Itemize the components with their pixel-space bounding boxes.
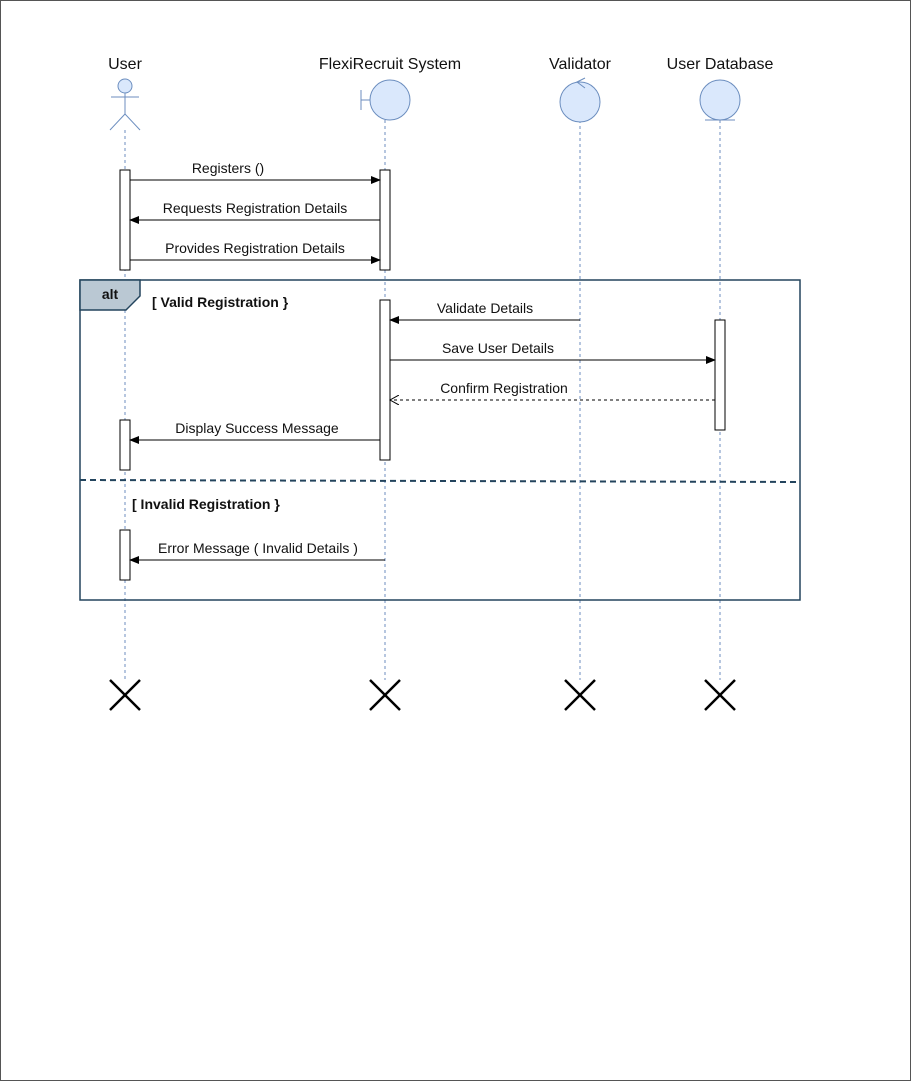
guard-invalid-registration: [ Invalid Registration } [132, 496, 280, 512]
alt-operator-label: alt [102, 286, 119, 302]
activation-user-2 [119, 419, 131, 471]
message-label-error-message: Error Message ( Invalid Details ) [158, 540, 358, 556]
message-label-confirm-registration: Confirm Registration [440, 380, 568, 396]
message-label-provides-details: Provides Registration Details [165, 240, 345, 256]
guard-valid-registration: [ Valid Registration } [152, 294, 289, 310]
participant-validator-name: Validator [549, 56, 612, 73]
actor-icon [109, 78, 141, 131]
alt-fragment: alt [ Valid Registration } [ Invalid Reg… [79, 279, 801, 601]
activation-user-3 [119, 529, 131, 581]
message-label-display-success: Display Success Message [175, 420, 339, 436]
participant-database-name: User Database [667, 56, 774, 73]
destroy-database-icon [704, 679, 736, 711]
participant-user-name: User [108, 56, 142, 73]
destroy-validator-icon [564, 679, 596, 711]
message-label-validate-details: Validate Details [437, 300, 533, 316]
message-label-save-user: Save User Details [442, 340, 554, 356]
control-icon [559, 77, 601, 123]
entity-icon [699, 79, 741, 121]
activation-user-1 [119, 169, 131, 271]
boundary-icon [360, 79, 411, 121]
message-label-registers: Registers () [192, 160, 264, 176]
destroy-system-icon [369, 679, 401, 711]
alt-separator [79, 479, 801, 483]
activation-system-1 [379, 169, 391, 271]
alt-operator-tab [79, 279, 141, 311]
participant-system-name: FlexiRecruit System [319, 56, 461, 73]
destroy-user-icon [109, 679, 141, 711]
activation-system-2 [379, 299, 391, 461]
message-label-requests-details: Requests Registration Details [163, 200, 347, 216]
activation-database-1 [714, 319, 726, 431]
